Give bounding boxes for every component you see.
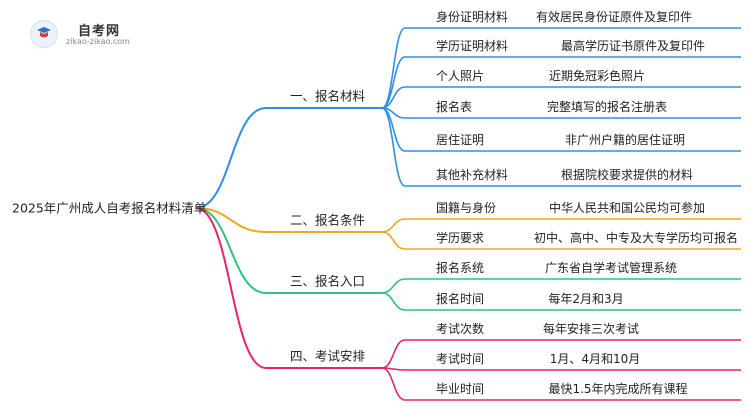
item-connector [381,367,406,401]
item-connector [381,218,406,233]
item-connector [381,292,406,311]
logo-icon [30,20,58,48]
item-connector [381,231,406,250]
item-name: 考试次数 [436,321,484,336]
branch-label: 二、报名条件 [290,213,365,228]
logo-title: 自考网 [78,24,121,39]
item-name: 报名系统 [436,260,484,275]
item-connector [381,278,406,294]
item-name: 毕业时间 [436,382,484,396]
item-connector [381,107,406,187]
item-desc: 最高学历证书原件及复印件 [561,38,705,53]
item-name: 考试时间 [436,351,484,366]
item-name: 学历要求 [436,230,484,245]
item-name: 居住证明 [436,133,484,147]
branch-label: 一、报名材料 [290,89,366,104]
branch-connector [195,207,267,369]
item-name: 报名表 [436,99,472,114]
item-desc: 完整填写的报名注册表 [547,99,667,114]
item-desc: 每年安排三次考试 [543,321,639,336]
branch-label: 四、考试安排 [290,349,366,364]
branch-label: 三、报名入口 [290,274,365,289]
item-desc: 初中、高中、中专及大专学历均可报名 [534,230,738,245]
item-desc: 每年2月和3月 [548,291,623,306]
item-desc: 根据院校要求提供的材料 [561,167,693,182]
node-layer: 2025年广州成人自考报名材料清单 一、报名材料 身份证明材料 有效居民身份证原件及复… [12,9,738,396]
item-desc: 中华人民共和国公民均可参加 [549,200,705,215]
item-desc: 广东省自学考试管理系统 [545,260,677,275]
item-name: 国籍与身份 [436,200,496,215]
item-name: 报名时间 [436,291,484,306]
item-name: 身份证明材料 [436,9,508,24]
item-desc: 1月、4月和10月 [550,352,641,366]
branch-connector [195,207,267,233]
root-node-label: 2025年广州成人自考报名材料清单 [12,201,206,216]
item-desc: 近期免冠彩色照片 [549,68,645,83]
item-connector [381,56,406,109]
connector-layer [195,27,741,401]
item-name: 学历证明材料 [436,38,508,53]
branch-connector [195,107,267,209]
item-connector [381,86,406,109]
item-desc: 最快1.5年内完成所有课程 [548,381,687,396]
logo-url: zikao-zikao.com [66,37,130,46]
branch-connector [195,207,267,294]
item-connector [381,339,406,369]
item-desc: 有效居民身份证原件及复印件 [536,9,692,24]
item-desc: 非广州户籍的居住证明 [565,132,685,147]
site-logo[interactable]: 自考网 zikao-zikao.com [30,16,140,50]
item-name: 个人照片 [436,69,484,83]
item-name: 其他补充材料 [436,167,508,182]
